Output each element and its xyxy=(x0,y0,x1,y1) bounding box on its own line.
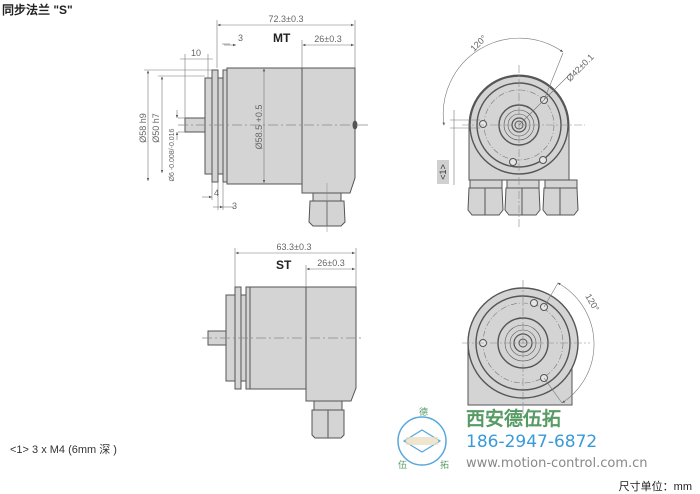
mt-front-view xyxy=(462,65,585,228)
svg-text:MT: MT xyxy=(273,31,291,45)
st-side-view xyxy=(202,286,362,439)
svg-text:120°: 120° xyxy=(583,292,601,313)
svg-text:Ø6 -0.008/-0.016: Ø6 -0.008/-0.016 xyxy=(169,128,176,181)
st-dimensions xyxy=(234,248,357,287)
mt-side-view xyxy=(178,67,368,232)
svg-text:Ø58.5 +0.5: Ø58.5 +0.5 xyxy=(254,105,264,150)
svg-text:ST: ST xyxy=(276,258,292,272)
svg-text:120°: 120° xyxy=(468,33,489,54)
svg-text:72.3±0.3: 72.3±0.3 xyxy=(269,14,304,24)
svg-text:4: 4 xyxy=(214,188,219,198)
svg-text:Ø50 h7: Ø50 h7 xyxy=(151,113,161,143)
svg-text:26±0.3: 26±0.3 xyxy=(317,258,344,268)
svg-text:伍: 伍 xyxy=(398,460,407,470)
unit-label: 尺寸单位：mm xyxy=(618,481,692,493)
watermark-url: www.motion-control.com.cn xyxy=(466,456,648,471)
watermark-logo: 德 伍 拓 xyxy=(397,406,449,470)
svg-text:3: 3 xyxy=(232,201,237,211)
watermark-phone: 186-2947-6872 xyxy=(466,432,597,452)
st-front-labels: 120° xyxy=(583,292,601,313)
mt-dimensions xyxy=(144,20,356,210)
svg-text:10: 10 xyxy=(191,48,201,58)
mt-dimension-labels: 72.3±0.3 MT 26±0.3 3 10 Ø58 h9 Ø50 h7 Ø6… xyxy=(138,14,342,211)
st-dimension-labels: 63.3±0.3 ST 26±0.3 xyxy=(276,242,345,272)
svg-text:德: 德 xyxy=(419,406,428,417)
svg-text:63.3±0.3: 63.3±0.3 xyxy=(277,242,312,252)
watermark-company: 西安德伍拓 xyxy=(466,407,561,430)
svg-text:拓: 拓 xyxy=(440,459,449,470)
svg-text:Ø42±0.1: Ø42±0.1 xyxy=(564,52,595,83)
svg-text:<1>: <1> xyxy=(438,164,448,180)
svg-text:3: 3 xyxy=(238,33,243,43)
page-title: 同步法兰 "S" xyxy=(2,3,73,17)
footnote: <1> 3 x M4 (6mm 深 ) xyxy=(10,444,117,456)
mt-front-dimensions xyxy=(442,37,572,185)
st-front-view xyxy=(462,280,590,418)
svg-text:Ø58 h9: Ø58 h9 xyxy=(138,113,148,143)
svg-text:26±0.3: 26±0.3 xyxy=(314,34,341,44)
st-front-dimensions xyxy=(543,282,595,404)
